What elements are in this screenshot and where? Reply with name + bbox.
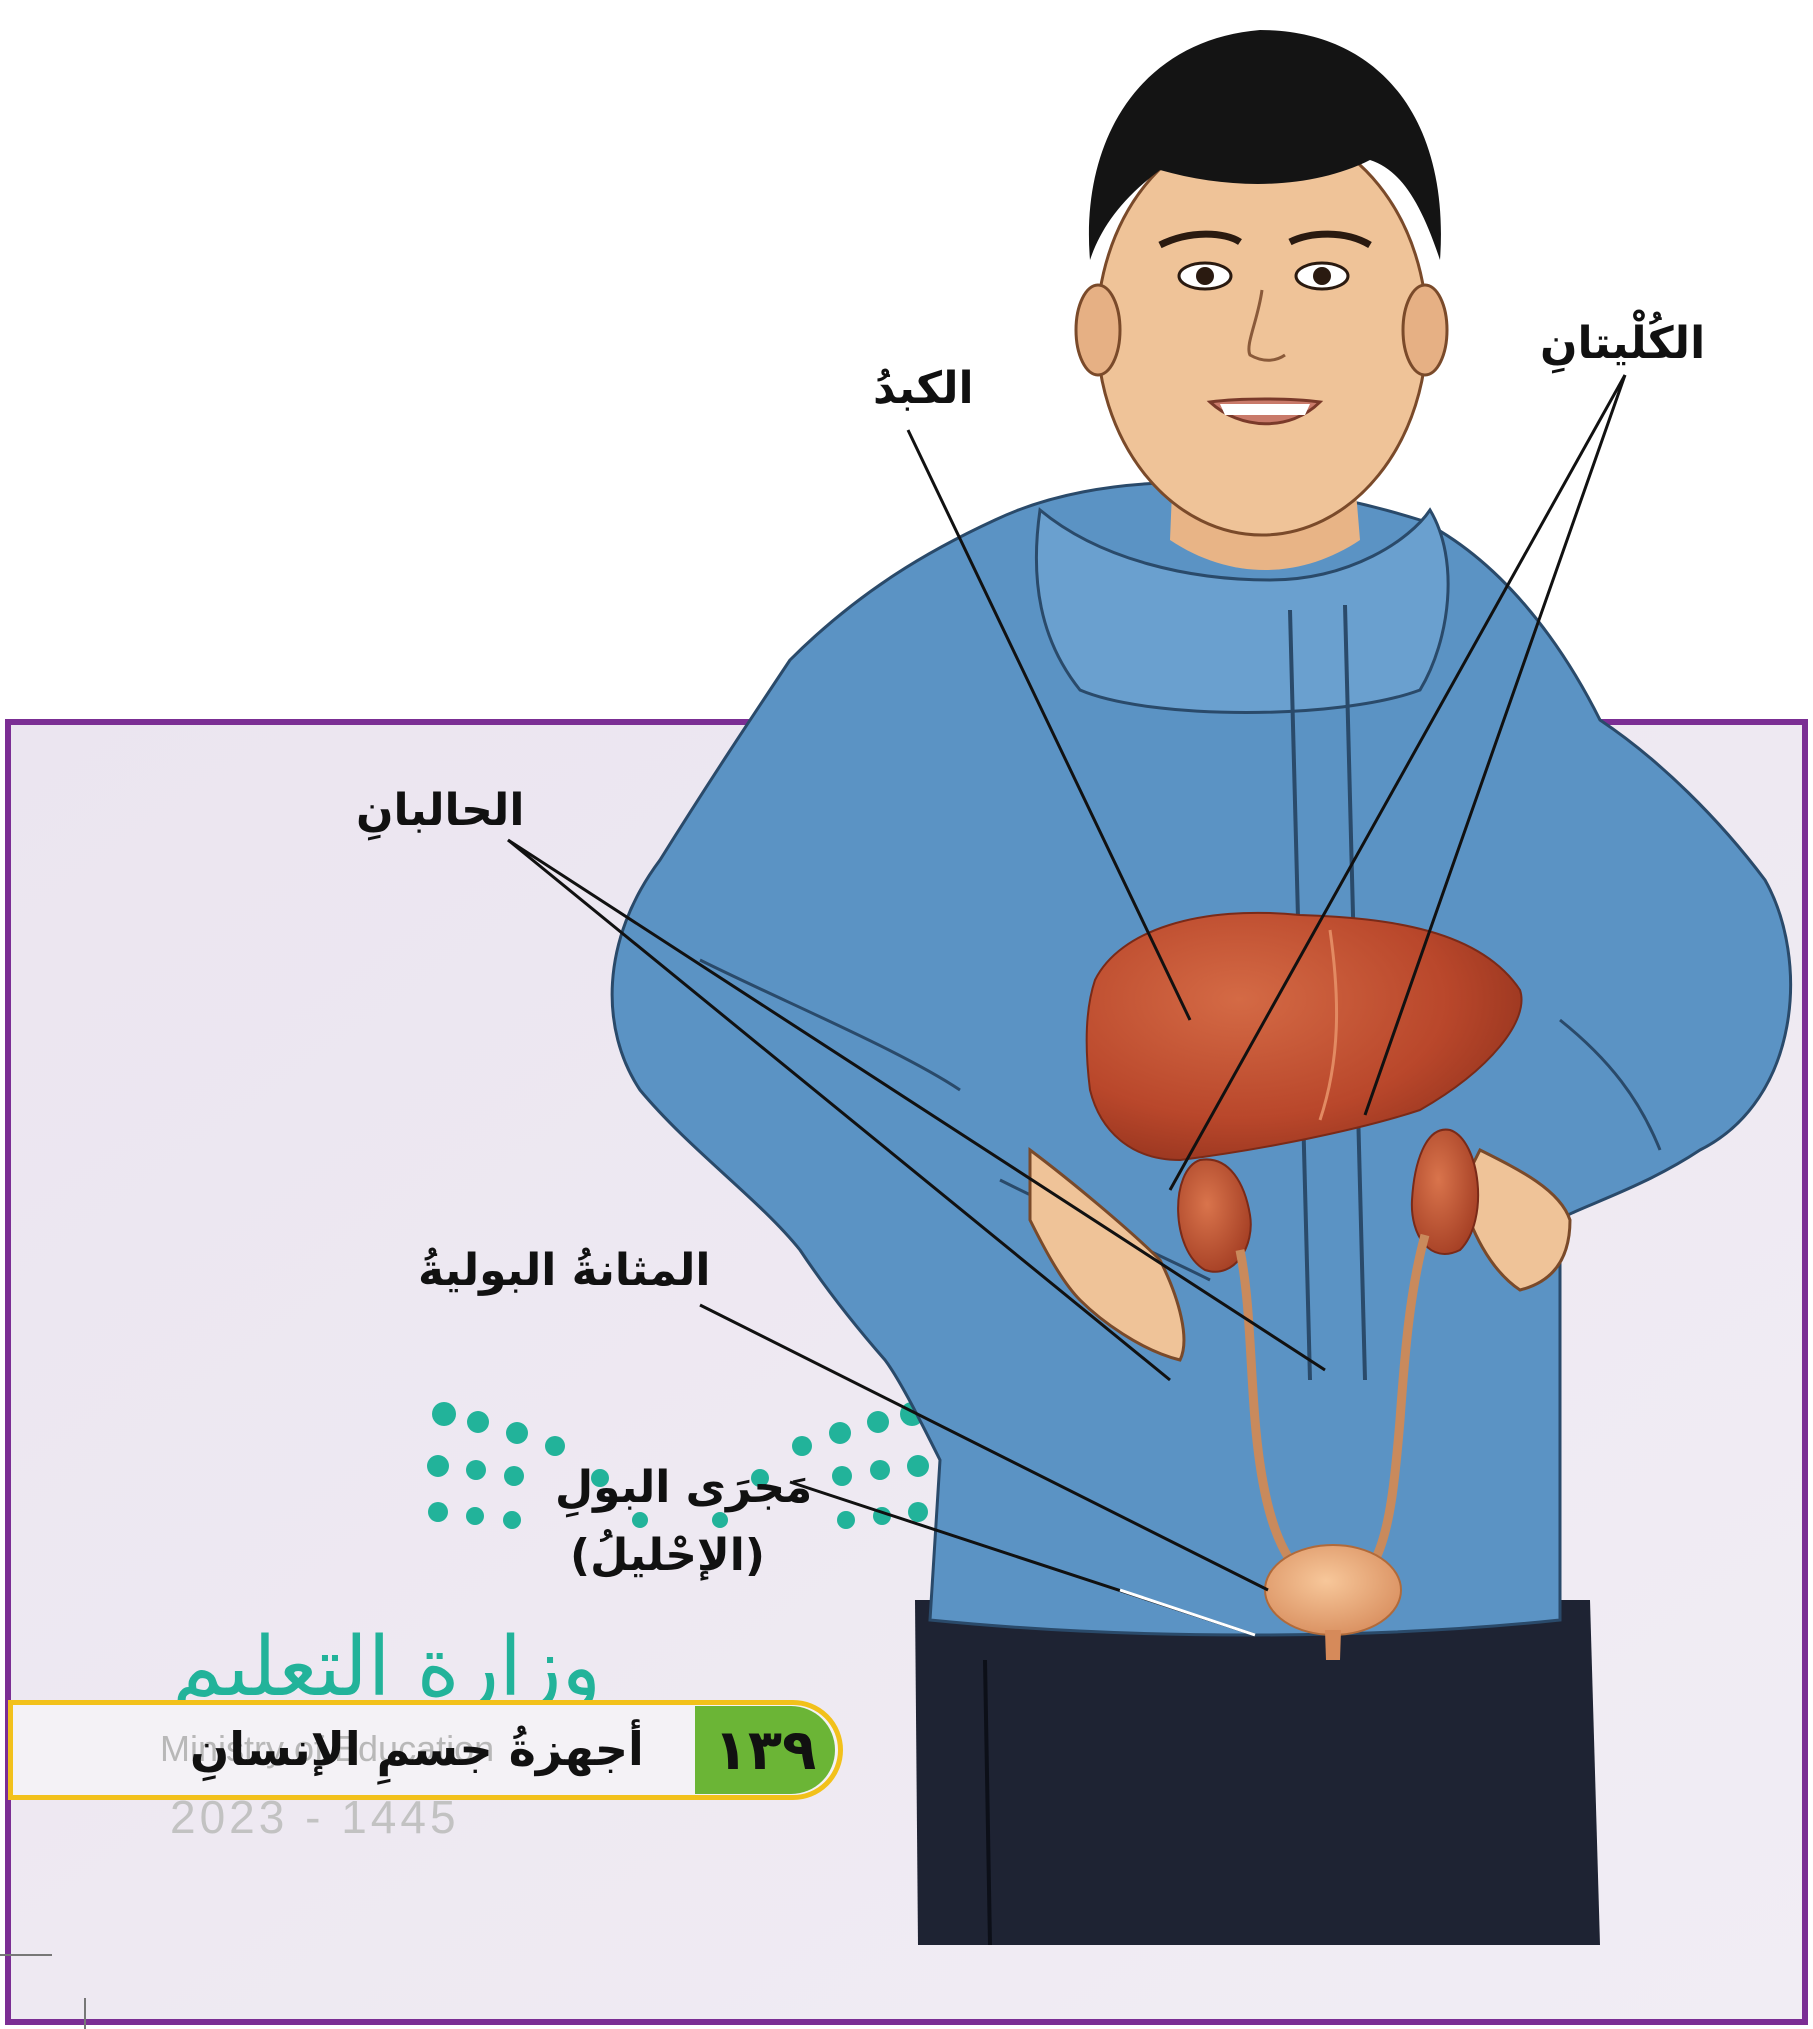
pants xyxy=(915,1600,1600,1945)
label-urethra-alt: (الإحْليلُ) xyxy=(570,1530,765,1581)
ear-left xyxy=(1076,285,1120,375)
label-urethra: مَجرَى البولِ xyxy=(555,1462,812,1513)
ministry-logo-year: 2023 - 1445 xyxy=(170,1790,460,1844)
page-number: ١٣٩ xyxy=(700,1718,830,1783)
label-kidneys: الكُلْيتانِ xyxy=(1540,318,1705,369)
label-bladder: المثانةُ البوليةُ xyxy=(418,1245,710,1296)
bladder xyxy=(1265,1545,1401,1635)
label-liver: الكبدُ xyxy=(873,363,974,414)
face xyxy=(1097,125,1427,535)
ear-right xyxy=(1403,285,1447,375)
footer-chapter-title: أجهزةُ جسمِ الإنسانِ xyxy=(190,1722,644,1776)
urethra xyxy=(1325,1630,1341,1660)
label-ureters: الحالبانِ xyxy=(356,785,524,836)
